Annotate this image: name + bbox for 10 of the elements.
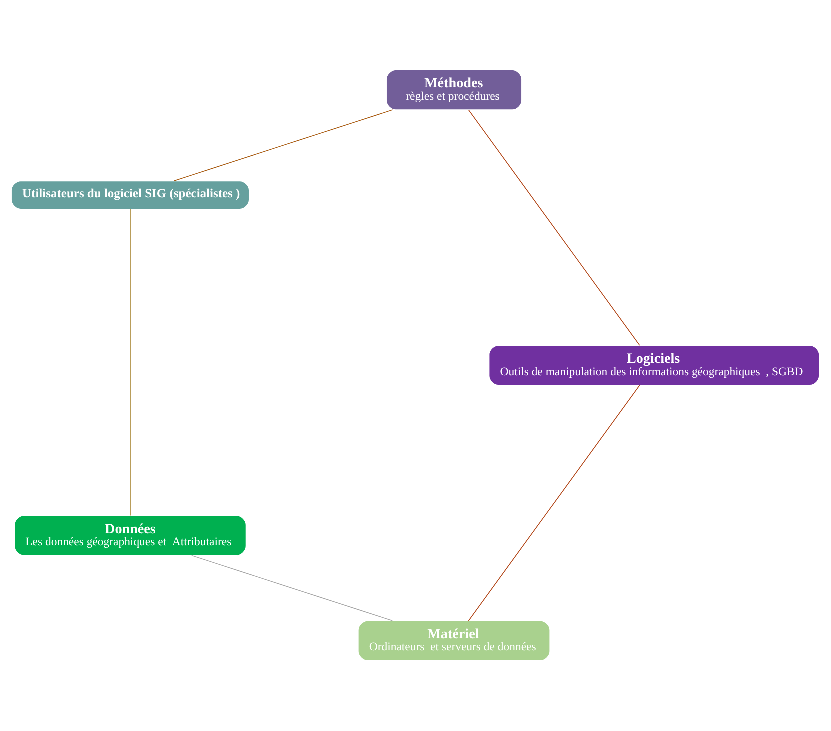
node-box: Logiciels Outils de manipulation des informations géographiques , SGBD: [488, 345, 820, 386]
node-box: Méthodes règles et procédures: [386, 70, 522, 110]
node-box: Données Les données géographiques et Attributaires: [14, 515, 247, 556]
connector: [130, 209, 131, 516]
connector: [174, 110, 394, 182]
node-box: Matériel Ordinateurs et serveurs de données: [358, 620, 550, 662]
connector: [468, 385, 640, 622]
node-box: Utilisateurs du logiciel SIG (spécialistes ): [11, 180, 250, 210]
connector: [468, 110, 640, 346]
connector: [192, 555, 393, 622]
